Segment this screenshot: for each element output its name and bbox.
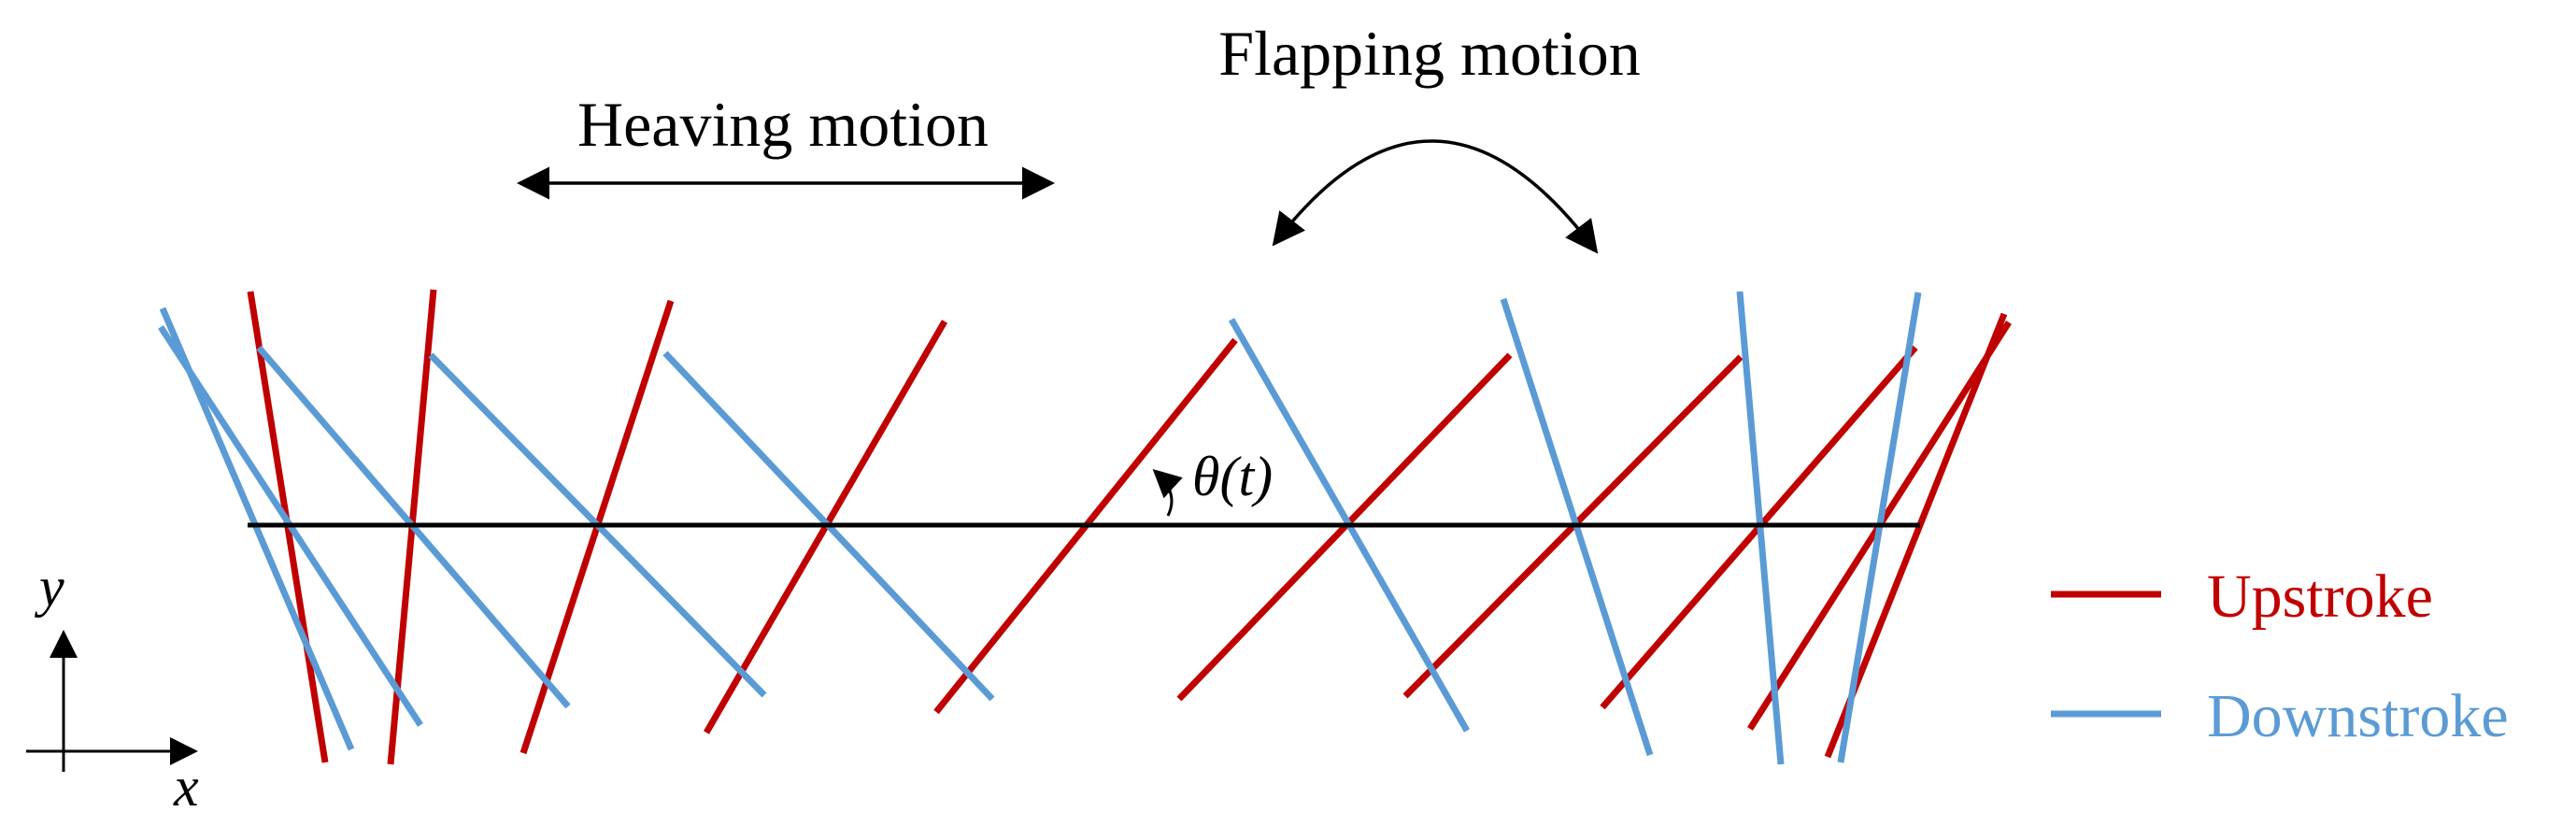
y-axis-label: y [34,556,64,618]
heaving-motion-label: Heaving motion [577,89,989,160]
coordinate-axes: y x [26,556,199,818]
x-axis-label: x [173,756,199,818]
downstroke-segment [1736,291,1785,765]
flapping-arrow-icon [1272,139,1599,254]
legend-downstroke-label: Downstroke [2207,682,2509,750]
theta-label: θ(t) [1192,446,1273,507]
flapping-motion-label: Flapping motion [1218,18,1640,89]
legend: Upstroke Downstroke [2051,562,2509,750]
legend-upstroke-label: Upstroke [2207,562,2433,631]
theta-arrow-icon [1152,468,1183,517]
